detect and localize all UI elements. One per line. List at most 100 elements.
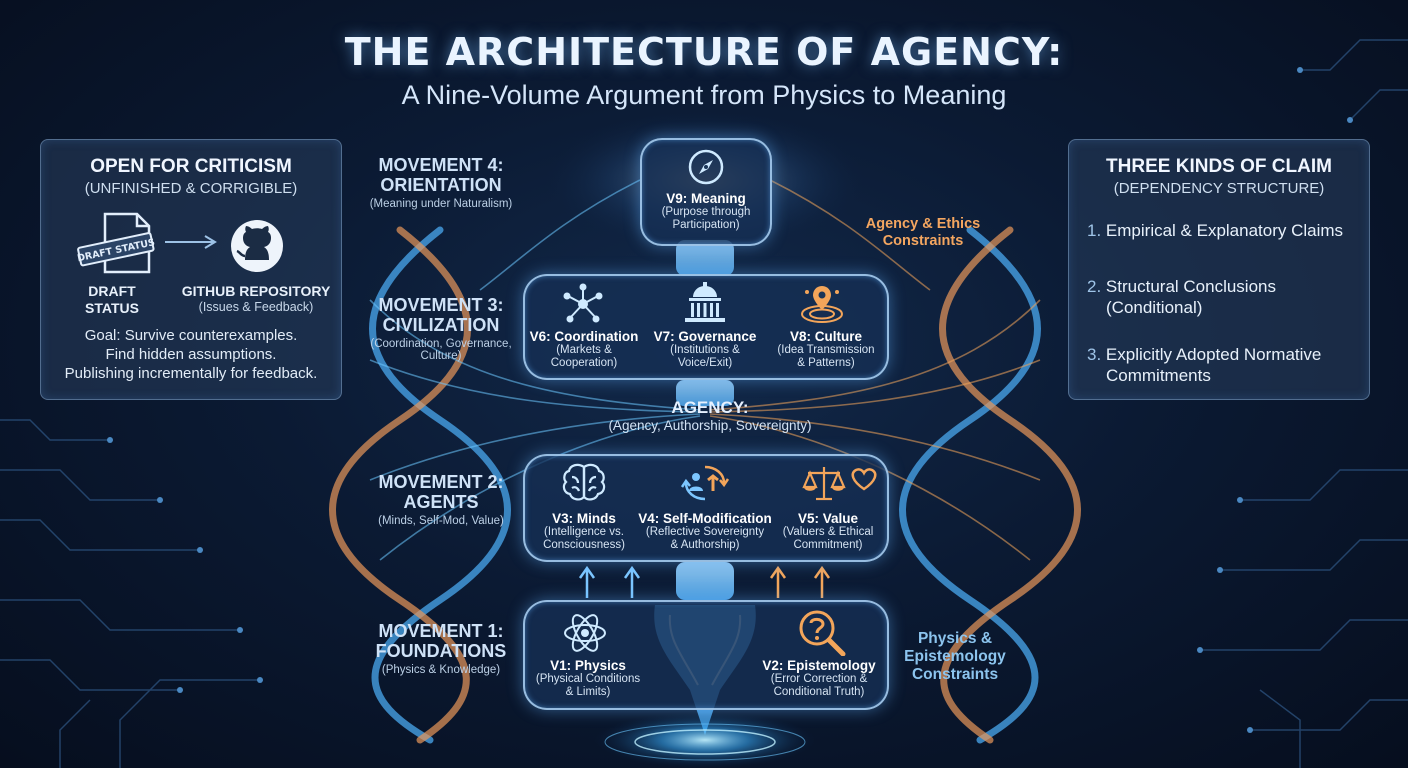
v6-text[interactable]: V6: Coordination (Markets & Cooperation) — [528, 329, 640, 370]
v8-desc-2: & Patterns) — [797, 357, 855, 369]
movement-4-head2: ORIENTATION — [380, 175, 502, 195]
v9-desc-2: Participation) — [672, 219, 740, 231]
ethics-line-1: Agency & Ethics — [865, 216, 981, 232]
claims-subheading: (DEPENDENCY STRUCTURE) — [1113, 180, 1325, 197]
v3-text[interactable]: V3: Minds (Intelligence vs. Consciousnes… — [528, 511, 640, 552]
criticism-goal: Goal: Survive counterexamples. Find hidd… — [41, 326, 341, 383]
draft-label-line-1: DRAFT — [88, 283, 136, 299]
claim-num-1: 1. — [1087, 221, 1102, 240]
claim-text-3: Explicitly Adopted Normative — [1105, 345, 1322, 364]
v3-desc-1: (Intelligence vs. — [544, 526, 624, 538]
claim-num-2: 2. — [1087, 277, 1102, 296]
physics-constraints-label: Physics & Epistemology Constraints — [900, 630, 1010, 684]
claim-text-2: Structural Conclusions — [1105, 277, 1276, 296]
arrow-right-icon — [165, 235, 217, 249]
physics-line-2: Epistemology — [904, 648, 1006, 665]
v7-text[interactable]: V7: Governance (Institutions & Voice/Exi… — [648, 329, 762, 370]
v2-desc-1: (Error Correction & — [770, 673, 868, 685]
brain-icon — [562, 463, 606, 501]
github-repo-label[interactable]: GITHUB REPOSITORY — [181, 283, 331, 299]
v2-text[interactable]: V2: Epistemology (Error Correction & Con… — [757, 658, 881, 699]
draft-status-label: DRAFT STATUS — [75, 283, 149, 317]
movement-3-sub-2: Culture) — [420, 350, 462, 362]
v5-name: V5: Value — [797, 511, 859, 526]
movement-4-sub: (Meaning under Naturalism) — [369, 198, 513, 210]
v6-desc-1: (Markets & — [556, 344, 612, 356]
v9-name: V9: Meaning — [666, 191, 746, 206]
v9-text: V9: Meaning (Purpose through Participati… — [642, 191, 770, 232]
movement-3-head2: CIVILIZATION — [382, 315, 500, 335]
v8-name: V8: Culture — [789, 329, 862, 344]
v6-name: V6: Coordination — [529, 329, 639, 344]
movement-4-head1: MOVEMENT 4: — [378, 155, 504, 175]
v9-box[interactable]: V9: Meaning (Purpose through Participati… — [640, 138, 772, 246]
claim-text-1: Empirical & Explanatory Claims — [1105, 221, 1344, 240]
movement-2-head1: MOVEMENT 2: — [378, 472, 504, 492]
physics-line-1: Physics & — [917, 630, 993, 647]
movement-3-sub-1: (Coordination, Governance, — [370, 338, 512, 350]
movement-1-label: MOVEMENT 1: FOUNDATIONS (Physics & Knowl… — [355, 621, 527, 676]
ethics-line-2: Constraints — [882, 233, 964, 249]
atom-icon — [564, 614, 606, 652]
helix-left — [329, 226, 511, 744]
scales-heart-icon — [802, 467, 877, 501]
ripple-icon — [801, 286, 843, 323]
document-stamp-icon: DRAFT STATUS — [76, 212, 155, 274]
v5-text[interactable]: V5: Value (Valuers & Ethical Commitment) — [772, 511, 884, 552]
criticism-heading: OPEN FOR CRITICISM — [90, 156, 292, 177]
claim-text-3b: Commitments — [1106, 366, 1211, 385]
criticism-panel: OPEN FOR CRITICISM (UNFINISHED & CORRIGI… — [40, 139, 342, 400]
agency-heading: AGENCY: — [671, 398, 749, 417]
v4-text[interactable]: V4: Self-Modification (Reflective Sovere… — [634, 511, 776, 552]
v2-desc-2: Conditional Truth) — [773, 686, 865, 698]
claim-item-2: 2. Structural Conclusions (Conditional) — [1087, 276, 1276, 318]
v5-desc-2: Commitment) — [793, 539, 863, 551]
v7-desc-2: Voice/Exit) — [677, 357, 733, 369]
github-icon[interactable] — [229, 218, 285, 274]
movement-1-sub: (Physics & Knowledge) — [381, 664, 501, 676]
movement-2-head2: AGENTS — [403, 492, 479, 512]
v4-desc-2: & Authorship) — [670, 539, 740, 551]
claim-text-2b: (Conditional) — [1106, 298, 1203, 317]
movement-4-label: MOVEMENT 4: ORIENTATION (Meaning under N… — [355, 155, 527, 210]
circuit-traces-right — [1200, 39, 1408, 768]
circuit-nodes-right — [1197, 67, 1353, 733]
helix-right — [899, 226, 1081, 744]
page-subtitle: A Nine-Volume Argument from Physics to M… — [401, 80, 1007, 110]
circuit-nodes-left — [107, 437, 263, 693]
v3-desc-2: Consciousness) — [543, 539, 625, 551]
magnifier-question-icon — [799, 610, 846, 656]
goal-line-1: Goal: Survive counterexamples. — [84, 327, 298, 344]
v8-text[interactable]: V8: Culture (Idea Transmission & Pattern… — [770, 329, 882, 370]
v4-name: V4: Self-Modification — [638, 511, 772, 526]
circuit-traces-left — [0, 419, 260, 768]
movement-3-label: MOVEMENT 3: CIVILIZATION (Coordination, … — [355, 295, 527, 362]
v6-desc-2: Cooperation) — [550, 357, 618, 369]
movement-2-label: MOVEMENT 2: AGENTS (Minds, Self-Mod, Val… — [355, 472, 527, 527]
claim-num-3: 3. — [1087, 345, 1102, 364]
ethics-constraints-label: Agency & Ethics Constraints — [858, 216, 988, 250]
movement-3-head1: MOVEMENT 3: — [378, 295, 504, 315]
v7-name: V7: Governance — [653, 329, 757, 344]
v1-desc-2: & Limits) — [565, 686, 611, 698]
criticism-subheading: (UNFINISHED & CORRIGIBLE) — [84, 180, 298, 197]
cycle-icon — [680, 465, 730, 501]
claim-item-1: 1. Empirical & Explanatory Claims — [1087, 220, 1343, 241]
v7-desc-1: (Institutions & — [670, 344, 740, 356]
arrows-orange — [769, 565, 831, 598]
movement-2-sub: (Minds, Self-Mod, Value) — [378, 515, 504, 527]
page-title: THE ARCHITECTURE OF AGENCY: — [344, 30, 1064, 74]
claims-heading: THREE KINDS OF CLAIM — [1106, 156, 1332, 177]
movement-1-head1: MOVEMENT 1: — [378, 621, 504, 641]
v5-desc-1: (Valuers & Ethical — [782, 526, 874, 538]
capitol-icon — [685, 282, 725, 322]
v1-name: V1: Physics — [550, 658, 626, 673]
goal-line-2: Find hidden assumptions. — [105, 346, 277, 363]
v2-name: V2: Epistemology — [762, 658, 876, 673]
v1-text[interactable]: V1: Physics (Physical Conditions & Limit… — [526, 658, 650, 699]
v3-name: V3: Minds — [552, 511, 616, 526]
movement-1-head2: FOUNDATIONS — [375, 641, 507, 661]
claim-item-3: 3. Explicitly Adopted Normative Commitme… — [1087, 344, 1321, 386]
compass-icon — [688, 149, 724, 185]
physics-line-3: Constraints — [911, 666, 999, 683]
